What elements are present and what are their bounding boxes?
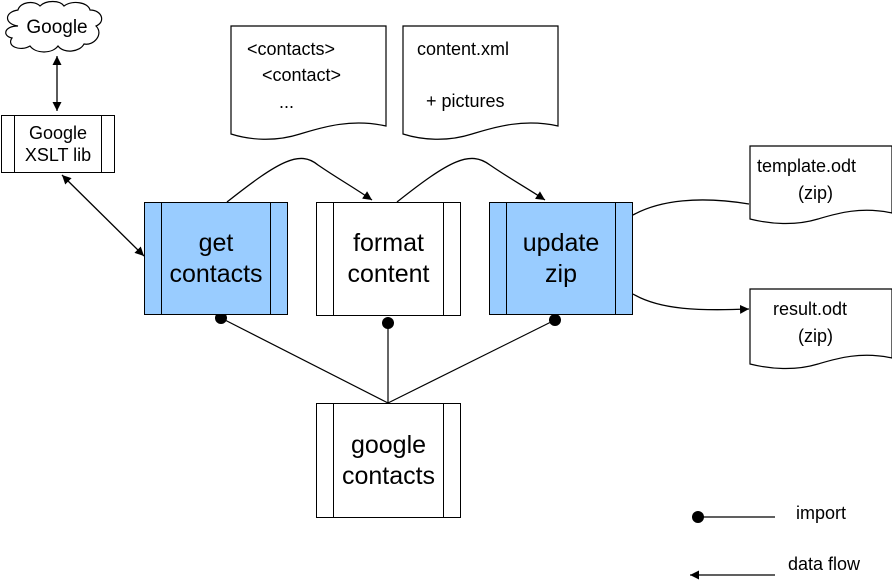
doc-contacts-line1: <contacts> (247, 39, 336, 59)
node-format-content: format content (316, 202, 461, 316)
arrow-get-format (226, 157, 373, 203)
legend-import-label: import (796, 503, 847, 523)
doc-contacts-line2: <contact> (262, 65, 342, 85)
arrow-format-update (396, 157, 546, 203)
import-line-update (387, 319, 556, 404)
doc-content-xml (402, 25, 559, 140)
import-dot-format (382, 317, 394, 329)
cloud-label: Google (26, 17, 88, 38)
node-update-zip: update zip (489, 202, 633, 315)
doc-template-odt (749, 145, 892, 225)
node-google-xslt-lib: Google XSLT lib (1, 115, 115, 173)
doc-contacts-line3: ... (279, 92, 295, 112)
node-google-xslt-lib-label: Google XSLT lib (24, 123, 92, 165)
legend-dataflow-label: data flow (788, 554, 861, 574)
node-format-content-label: format content (347, 229, 430, 288)
doc-template-line1: template.odt (757, 156, 857, 176)
doc-content-line1: content.xml (417, 39, 510, 59)
cloud-shape (5, 0, 103, 53)
node-google-contacts-label: google contacts (341, 430, 436, 490)
import-dot-update (549, 314, 561, 326)
arrow-update-result (632, 293, 750, 314)
doc-content-line2: + pictures (426, 91, 505, 111)
doc-result-line1: result.odt (773, 299, 848, 319)
node-google-contacts: google contacts (316, 403, 461, 518)
doc-template-line2: (zip) (798, 183, 833, 203)
flow-template-update (632, 199, 750, 216)
doc-result-odt (749, 288, 892, 370)
doc-result-line2: (zip) (798, 326, 833, 346)
doc-contacts-xml (230, 25, 387, 140)
node-update-zip-label: update zip (522, 228, 600, 288)
import-dot-get (215, 312, 227, 324)
node-get-contacts: get contacts (144, 202, 288, 315)
node-get-contacts-label: get contacts (169, 228, 263, 288)
import-line-get (220, 317, 389, 404)
arrow-xslt-get (61, 174, 145, 257)
